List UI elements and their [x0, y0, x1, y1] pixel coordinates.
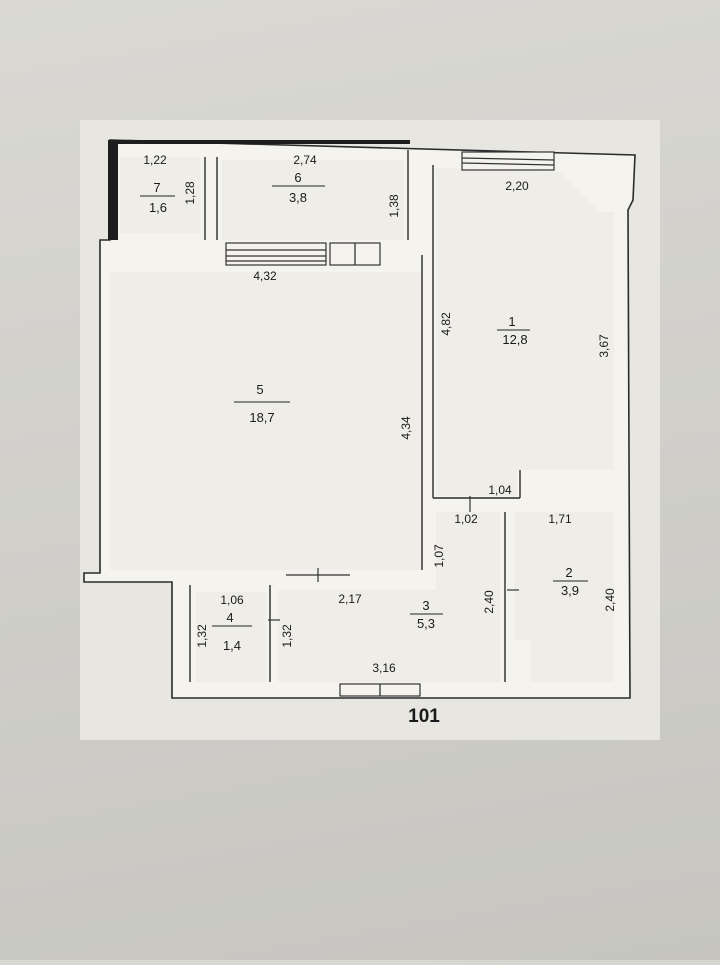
room-3-area: 5,3: [417, 616, 435, 631]
dim-hall-top: 1,02: [454, 512, 478, 526]
room-7-number: 7: [153, 180, 160, 195]
dim-hall-bottom: 3,16: [372, 661, 396, 675]
apartment-number: 101: [408, 706, 440, 727]
dim-room2-left: 2,40: [482, 590, 496, 614]
dim-room4-left: 1,32: [195, 624, 209, 648]
dark-wall-segment: [108, 140, 118, 240]
dim-room7-depth: 1,28: [183, 181, 197, 205]
room-1-floor: [436, 168, 614, 496]
room-3-floor: [278, 512, 500, 682]
dim-room4-right: 1,32: [280, 624, 294, 648]
room-2-number: 2: [565, 565, 572, 580]
room-4-area: 1,4: [223, 638, 241, 653]
dim-room7-width: 1,22: [143, 153, 167, 167]
room-5-floor: [110, 272, 422, 570]
walls: [83, 139, 636, 699]
windows: [225, 151, 555, 697]
window-room-5: [225, 242, 327, 266]
entrance-door: [339, 683, 421, 697]
dim-room1-top: 2,20: [505, 179, 529, 193]
room-5-area: 18,7: [249, 410, 274, 425]
room-1-number: 1: [508, 314, 515, 329]
dim-hall-side: 1,07: [432, 544, 446, 568]
door-markers: [268, 496, 519, 621]
room-6-area: 3,8: [289, 190, 307, 205]
dim-room5-width: 4,32: [253, 269, 277, 283]
room-5-number: 5: [256, 382, 263, 397]
dim-room6-width: 2,74: [293, 153, 317, 167]
room-4-floor: [196, 592, 266, 682]
balcony-door: [329, 242, 381, 266]
room-6-floor: [222, 160, 404, 240]
room-6-number: 6: [294, 170, 301, 185]
dim-room2-right: 2,40: [603, 588, 617, 612]
dim-hall-width: 2,17: [338, 592, 362, 606]
dimension-labels: 1,22 1,28 2,74 1,38 2,20 4,32 4,82 3,67 …: [143, 153, 617, 675]
dim-room1-bottom: 1,04: [488, 483, 512, 497]
room-labels: 1 12,8 2 3,9 3 5,3 4 1,4 5 18,7 6 3,8 7 …: [140, 170, 588, 653]
room-4-number: 4: [226, 610, 233, 625]
dim-room5-depth: 4,34: [399, 416, 413, 440]
dim-room4-width: 1,06: [220, 593, 244, 607]
room-2-floor: [514, 512, 614, 682]
room-3-number: 3: [422, 598, 429, 613]
dim-room1-right: 3,67: [597, 334, 611, 358]
room-2-area: 3,9: [561, 583, 579, 598]
room-7-floor: [120, 157, 200, 233]
window-room-1: [461, 151, 555, 171]
room-7-area: 1,6: [149, 200, 167, 215]
room-1-area: 12,8: [502, 332, 527, 347]
dim-room1-left: 4,82: [439, 312, 453, 336]
dim-room6-depth: 1,38: [387, 194, 401, 218]
dark-wall-top: [118, 140, 410, 144]
dim-room2-width: 1,71: [548, 512, 572, 526]
